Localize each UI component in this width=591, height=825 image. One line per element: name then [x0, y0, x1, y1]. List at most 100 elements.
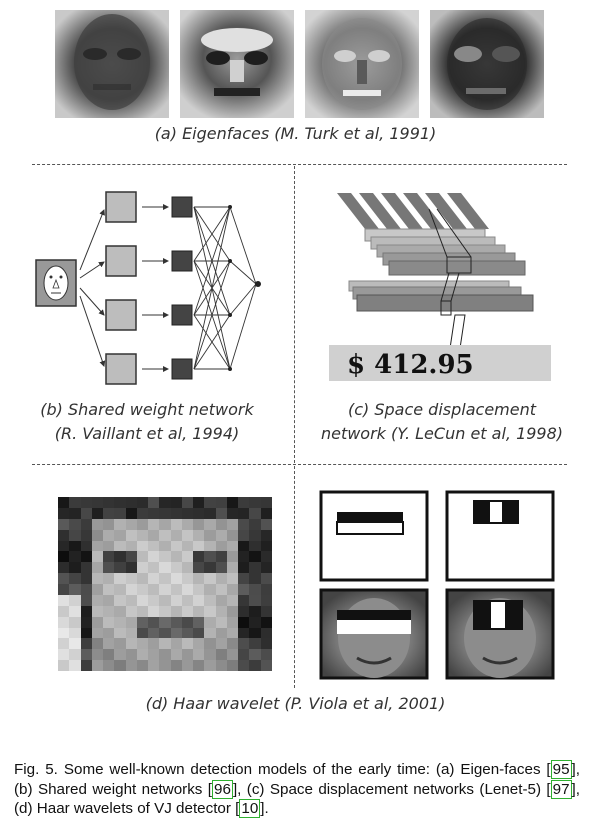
face-pixel — [80, 594, 92, 606]
citation-link-95[interactable]: 95 — [550, 760, 572, 779]
face-pixel — [58, 649, 70, 661]
face-pixel — [249, 594, 261, 606]
face-pixel — [114, 497, 126, 508]
face-pixel — [125, 507, 137, 519]
face-pixel — [69, 540, 81, 552]
face-pixel — [226, 627, 239, 639]
face-pixel — [193, 594, 205, 606]
face-pixel — [238, 627, 250, 639]
face-pixel — [91, 497, 104, 508]
face-pixel — [91, 573, 104, 584]
face-pixel — [114, 605, 126, 617]
face-pixel — [103, 660, 115, 671]
face-pixel — [170, 573, 182, 584]
face-pixel — [69, 649, 81, 661]
haar-three-rect-feature — [445, 490, 555, 582]
face-pixel — [226, 507, 239, 519]
citation-link-97[interactable]: 97 — [550, 779, 572, 799]
face-pixel — [238, 649, 250, 661]
face-pixel — [204, 649, 216, 661]
face-pixel — [103, 616, 115, 628]
citation-link-10[interactable]: 10 — [239, 799, 261, 818]
face-pixel — [136, 562, 149, 574]
face-pixel — [249, 649, 261, 661]
face-pixel — [80, 497, 92, 508]
face-pixel — [69, 518, 81, 530]
face-pixel — [181, 529, 194, 541]
face-pixel — [148, 497, 160, 508]
face-pixel — [181, 507, 194, 519]
face-pixel — [114, 518, 126, 530]
face-pixel — [193, 649, 205, 661]
face-pixel — [249, 518, 261, 530]
face-pixel — [170, 616, 182, 628]
face-pixel — [193, 507, 205, 519]
feature-map-3 — [105, 299, 137, 331]
face-pixel — [148, 540, 160, 552]
face-pixel — [114, 594, 126, 606]
face-pixel — [204, 638, 216, 650]
face-pixel — [125, 627, 137, 639]
shared-weight-network-diagram — [35, 191, 261, 385]
face-pixel — [114, 529, 126, 541]
face-pixel — [249, 497, 261, 508]
face-pixel — [58, 605, 70, 617]
face-pixel — [136, 594, 149, 606]
face-pixel — [260, 584, 272, 595]
face-pixel — [260, 638, 272, 650]
face-pixel — [204, 551, 216, 563]
face-pixel — [204, 660, 216, 671]
face-pixel — [91, 562, 104, 574]
face-pixel — [114, 616, 126, 628]
face-pixel — [238, 551, 250, 563]
face-pixel — [193, 660, 205, 671]
face-pixel — [260, 616, 272, 628]
face-pixel — [103, 573, 115, 584]
face-pixel — [58, 518, 70, 530]
eigenface-images — [55, 10, 544, 118]
face-pixel — [159, 497, 171, 508]
face-pixel — [204, 497, 216, 508]
face-pixel — [226, 540, 239, 552]
citation-link-96[interactable]: 96 — [212, 779, 233, 799]
face-pixel — [69, 551, 81, 563]
face-pixel — [136, 638, 149, 650]
face-pixel — [148, 562, 160, 574]
face-pixel — [238, 605, 250, 617]
face-pixel — [238, 573, 250, 584]
face-pixel — [69, 605, 81, 617]
face-pixel — [170, 540, 182, 552]
face-pixel — [136, 616, 149, 628]
face-pixel — [159, 529, 171, 541]
face-pixel — [136, 540, 149, 552]
face-pixel — [238, 529, 250, 541]
face-pixel — [125, 584, 137, 595]
face-pixel — [114, 507, 126, 519]
face-pixel — [226, 529, 239, 541]
face-pixel — [238, 518, 250, 530]
face-pixel — [125, 540, 137, 552]
face-pixel — [69, 616, 81, 628]
face-pixel — [193, 518, 205, 530]
face-pixel — [148, 584, 160, 595]
face-pixel — [125, 562, 137, 574]
face-pixel — [125, 616, 137, 628]
face-pixel — [226, 551, 239, 563]
face-pixel — [125, 660, 137, 671]
face-pixel — [58, 660, 70, 671]
eigenface-3 — [305, 10, 419, 118]
face-pixel — [204, 518, 216, 530]
face-pixel — [159, 518, 171, 530]
face-pixel — [125, 551, 137, 563]
face-pixel — [238, 497, 250, 508]
face-pixel — [215, 594, 227, 606]
face-pixel — [114, 540, 126, 552]
face-pixel — [260, 627, 272, 639]
face-pixel — [125, 649, 137, 661]
input-face-icon — [35, 259, 77, 307]
face-pixel — [91, 507, 104, 519]
face-pixel — [204, 627, 216, 639]
face-pixel — [226, 584, 239, 595]
face-pixel — [249, 605, 261, 617]
face-pixel — [136, 518, 149, 530]
